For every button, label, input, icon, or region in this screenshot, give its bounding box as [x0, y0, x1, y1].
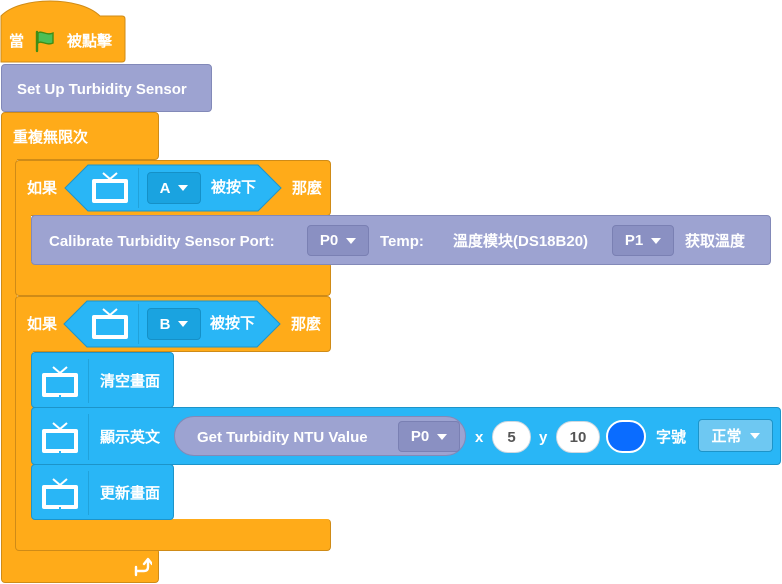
- font-size-dropdown[interactable]: 正常: [698, 419, 773, 452]
- key-a-dropdown[interactable]: A: [147, 172, 201, 204]
- calibrate-port-dropdown[interactable]: P0: [307, 225, 369, 256]
- loop-arrow-icon: [134, 557, 152, 577]
- forever-loop-arm: [1, 158, 17, 550]
- hat-suffix: 被點擊: [67, 33, 113, 50]
- tv-icon: [42, 366, 78, 397]
- pressed-label: 被按下: [210, 315, 256, 332]
- x-input[interactable]: 5: [492, 421, 531, 453]
- y-label: y: [539, 429, 548, 446]
- forever-loop-top[interactable]: 重複無限次: [1, 112, 159, 160]
- clear-screen-block[interactable]: 清空畫面: [31, 352, 174, 408]
- if-block-2-bottom: [15, 519, 331, 551]
- if-block-1-bottom: [15, 262, 331, 296]
- setup-label: Set Up Turbidity Sensor: [17, 81, 187, 98]
- caret-down-icon: [437, 433, 448, 440]
- tv-icon: [92, 308, 128, 339]
- if-label: 如果: [27, 180, 58, 197]
- green-flag-icon[interactable]: [33, 29, 57, 53]
- calibrate-label: Calibrate Turbidity Sensor Port:: [49, 233, 275, 250]
- key-a-value: A: [159, 179, 171, 197]
- if-label: 如果: [27, 316, 58, 333]
- caret-down-icon: [346, 237, 357, 244]
- y-input[interactable]: 10: [556, 421, 600, 453]
- caret-down-icon: [651, 237, 662, 244]
- calibrate-port-value: P0: [319, 232, 339, 249]
- key-b-dropdown[interactable]: B: [147, 308, 201, 340]
- clear-screen-label: 清空畫面: [100, 373, 161, 390]
- color-picker[interactable]: [606, 420, 646, 453]
- temp-label: Temp:: [380, 233, 424, 250]
- if-block-1-arm: [15, 214, 31, 264]
- caret-down-icon: [178, 321, 189, 327]
- hat-block-shape: [0, 0, 126, 63]
- then-label: 那麼: [292, 180, 323, 197]
- update-screen-block[interactable]: 更新畫面: [31, 464, 174, 520]
- x-label: x: [475, 429, 484, 446]
- if-block-2-arm: [15, 350, 33, 522]
- calibrate-sensor-block[interactable]: Calibrate Turbidity Sensor Port: P0 Temp…: [31, 215, 771, 265]
- then-label: 那麼: [291, 316, 322, 333]
- key-b-value: B: [159, 315, 171, 333]
- reporter-label: Get Turbidity NTU Value: [197, 429, 368, 446]
- caret-down-icon: [178, 185, 189, 191]
- setup-turbidity-block[interactable]: Set Up Turbidity Sensor: [1, 64, 212, 112]
- get-ntu-reporter[interactable]: Get Turbidity NTU Value P0: [174, 416, 466, 456]
- tv-icon: [42, 478, 78, 509]
- get-temp-label: 获取溫度: [685, 233, 746, 250]
- temp-port-value: P1: [624, 232, 644, 249]
- tv-icon: [92, 172, 128, 203]
- forever-loop-bottom[interactable]: [1, 548, 159, 583]
- temp-module-label: 溫度模块(DS18B20): [453, 233, 589, 250]
- show-text-label: 顯示英文: [100, 429, 161, 446]
- hat-prefix: 當: [9, 33, 25, 50]
- update-screen-label: 更新畫面: [100, 485, 161, 502]
- show-text-block[interactable]: 顯示英文 Get Turbidity NTU Value P0 x 5 y 10…: [31, 407, 781, 465]
- font-size-label: 字號: [656, 429, 687, 446]
- tv-icon: [42, 422, 78, 453]
- forever-label: 重複無限次: [13, 129, 89, 146]
- reporter-port-dropdown[interactable]: P0: [398, 421, 460, 452]
- reporter-port-value: P0: [410, 428, 430, 445]
- font-size-value: 正常: [711, 428, 742, 445]
- pressed-label: 被按下: [211, 179, 257, 196]
- caret-down-icon: [749, 432, 760, 439]
- temp-port-dropdown[interactable]: P1: [612, 225, 674, 256]
